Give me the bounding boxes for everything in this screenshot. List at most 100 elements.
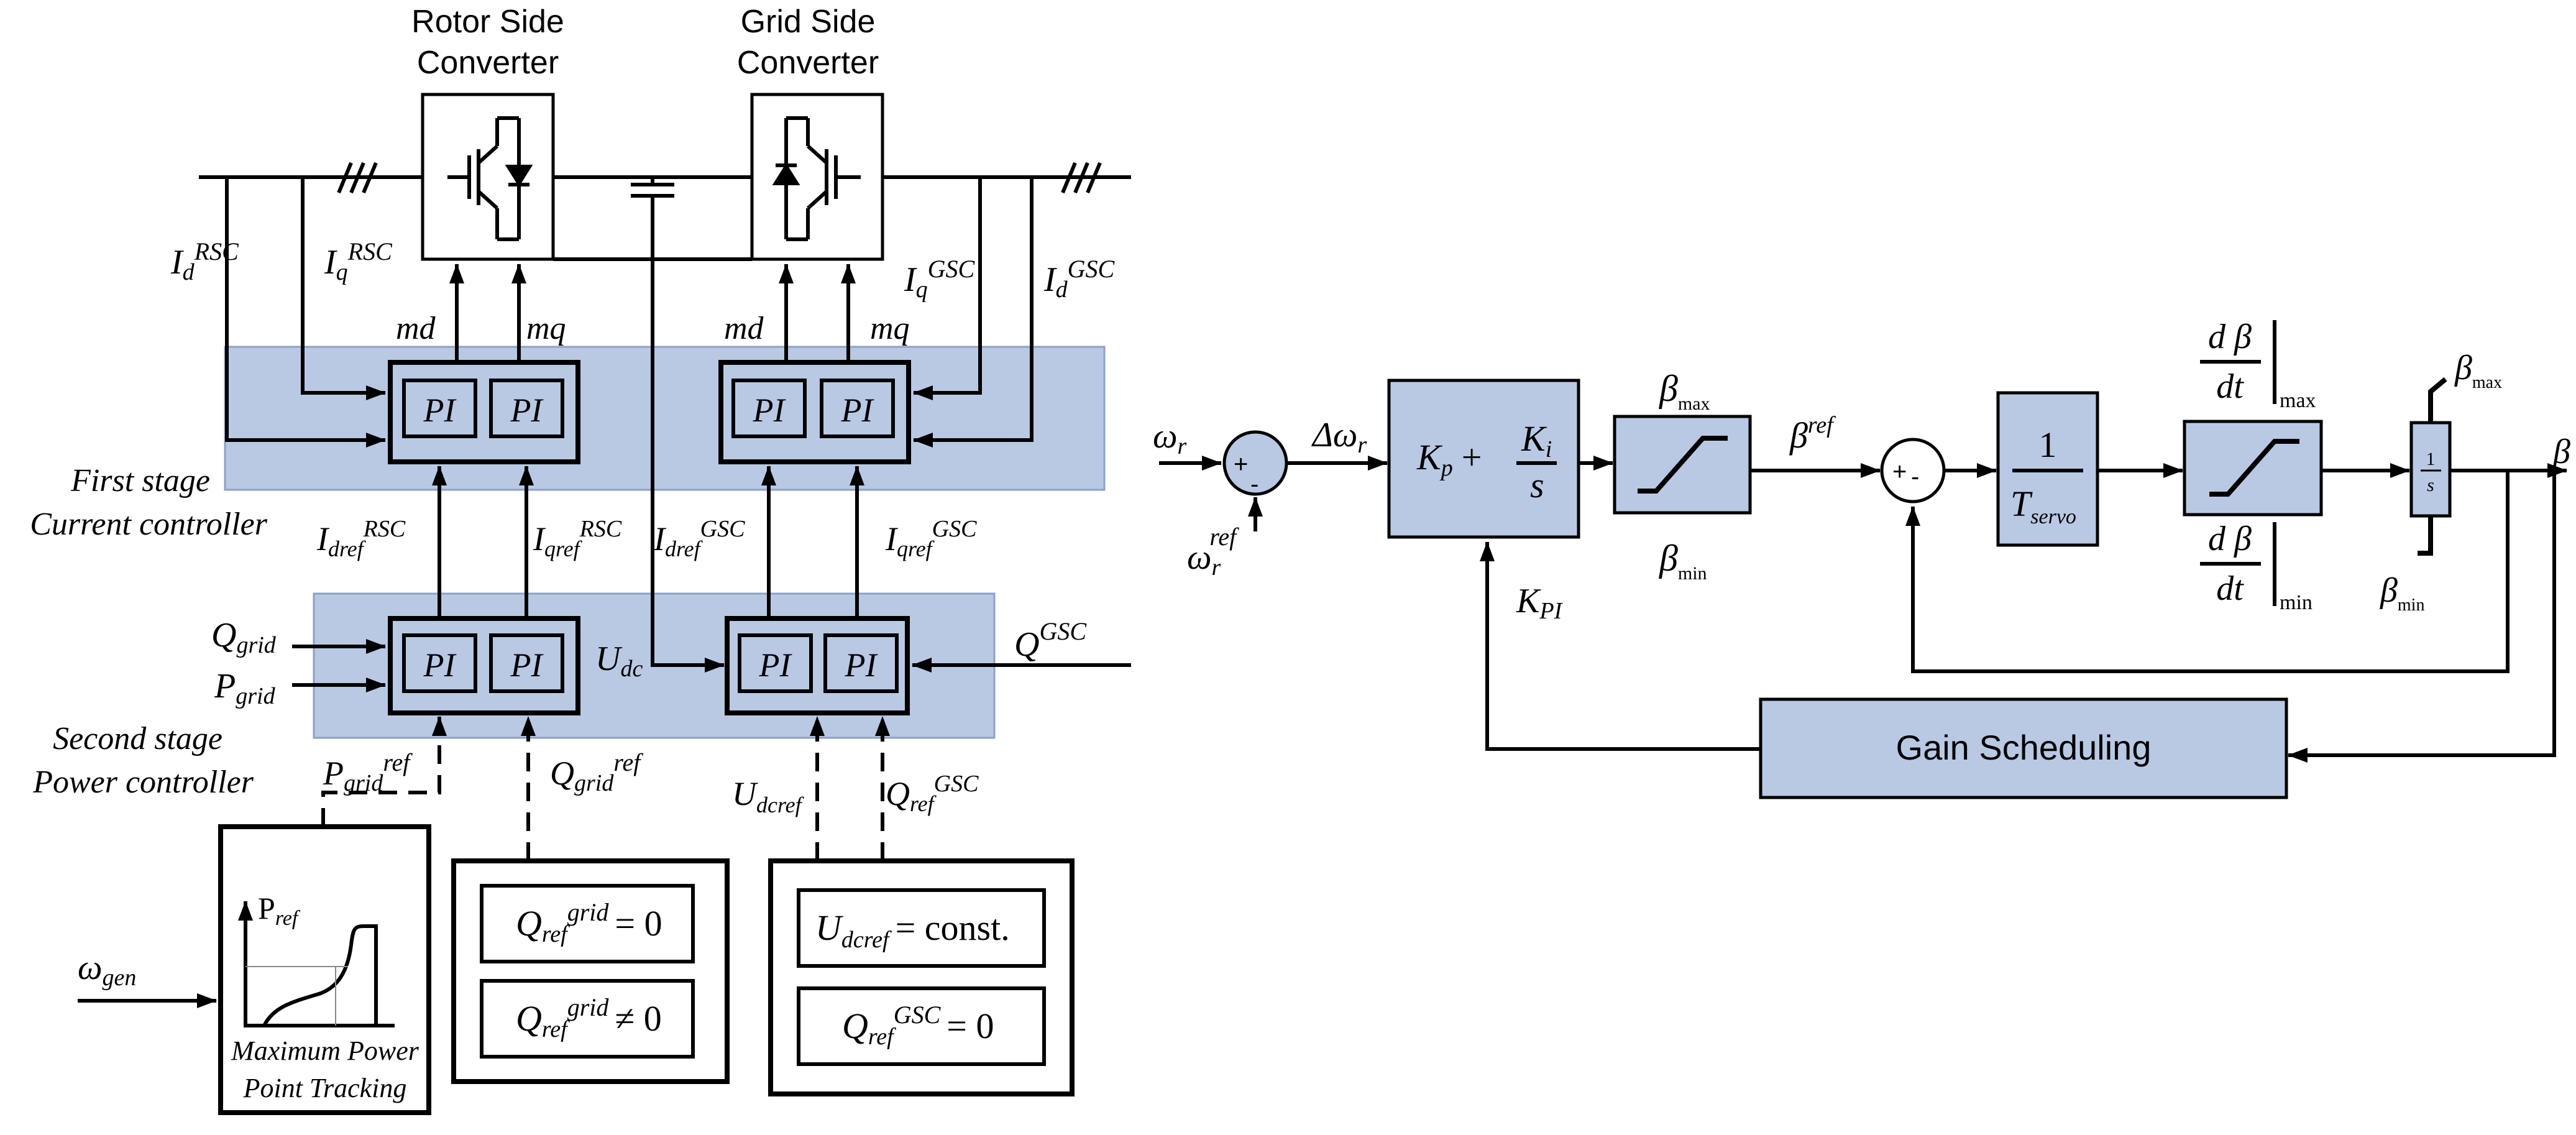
label-beta-max-1: βmax xyxy=(1659,368,1710,414)
label-q-ref-gsc: QrefGSC xyxy=(886,771,979,816)
pi-block-rsc-p xyxy=(402,633,477,693)
label-iq-gsc: IqGSC xyxy=(904,255,976,303)
label-omega-gen: ωgen xyxy=(78,949,136,991)
mppt-label-2: Point Tracking xyxy=(243,1073,407,1103)
q-ref-grid-eq2-box xyxy=(480,979,695,1059)
wire-udc xyxy=(651,259,725,673)
wire-iq-rsc xyxy=(301,177,386,400)
pi-block-gsc-d xyxy=(731,379,807,438)
label-beta-out: β xyxy=(2552,433,2570,471)
rate-min-sub: min xyxy=(2280,591,2312,614)
pi-label: PI xyxy=(753,392,787,429)
pi-block-gsc-udc xyxy=(738,633,813,693)
dc-link-capacitor xyxy=(553,177,752,261)
servo-num: 1 xyxy=(2039,425,2057,465)
pi-block-gsc-q xyxy=(820,379,895,438)
label-idref-rsc: IdrefRSC xyxy=(316,516,406,561)
integrator-upper-limit xyxy=(2428,377,2447,423)
label-omega-r: ωr xyxy=(1153,417,1187,459)
three-phase-mark-left xyxy=(337,162,378,194)
mppt-axis-label: Pref xyxy=(258,891,301,930)
integrator-lower-limit xyxy=(2418,516,2433,556)
label-beta-min-1: βmin xyxy=(1659,538,1707,584)
udc-ref-box xyxy=(768,858,1075,1096)
servo-den: Tservo xyxy=(2010,484,2076,528)
label-beta-max-2: βmax xyxy=(2454,349,2502,392)
rate-max-sub: max xyxy=(2280,389,2316,412)
pi-label: PI xyxy=(510,646,544,684)
label-first-stage-2: Current controller xyxy=(30,507,268,542)
pi-label: PI xyxy=(510,392,544,429)
label-idref-gsc: IdrefGSC xyxy=(653,516,745,561)
label-k-pi: KPI xyxy=(1516,582,1564,624)
dashed-p-grid-ref xyxy=(321,716,447,827)
pi-block-gsc-qgsc xyxy=(823,633,899,693)
q-ref-grid-eq1: Qrefgrid= 0 xyxy=(516,898,662,947)
pi-group-rsc-power xyxy=(388,616,580,715)
label-p-grid: Pgrid xyxy=(214,667,276,709)
label-second-stage-2: Power controller xyxy=(32,765,254,800)
label-beta-min-2: βmin xyxy=(2380,571,2424,615)
rotor-side-converter-label-2: Converter xyxy=(417,45,559,81)
sum2-plus: + xyxy=(1892,458,1907,485)
label-iq-rsc: IqRSC xyxy=(324,237,393,285)
integrator-num: 1 xyxy=(2426,449,2436,469)
saturation-1-curve xyxy=(1638,436,1728,494)
integrator-den: s xyxy=(2427,475,2434,495)
label-id-gsc: IdGSC xyxy=(1043,255,1116,303)
wire-to-gain-scheduling xyxy=(2288,471,2556,763)
label-iqref-gsc: IqrefGSC xyxy=(885,516,977,561)
rate-limiter-curve xyxy=(2209,439,2299,497)
pi-block-rsc-qp xyxy=(489,633,564,693)
pi-block-rsc-q xyxy=(489,379,564,438)
three-phase-mark-right xyxy=(1061,162,1102,194)
mppt-label-1: Maximum Power xyxy=(231,1036,419,1066)
udc-ref-eq1-box xyxy=(797,888,1046,968)
label-beta-ref: βref xyxy=(1789,412,1836,456)
label-mq-gsc: mq xyxy=(870,311,910,346)
label-u-dcref: Udcref xyxy=(732,775,805,817)
pi-group-gsc-power xyxy=(725,616,910,715)
q-ref-grid-box xyxy=(451,858,730,1084)
udc-ref-eq2: QrefGSC= 0 xyxy=(842,1001,994,1050)
pi-label: PI xyxy=(423,392,457,429)
rate-min-num: d β xyxy=(2208,520,2252,558)
grid-side-converter xyxy=(750,93,884,261)
sum1-minus: - xyxy=(1250,471,1258,498)
label-second-stage-1: Second stage xyxy=(53,721,222,756)
label-md-rsc: md xyxy=(396,311,436,346)
wire-k-pi xyxy=(1480,541,1761,751)
q-ref-grid-eq1-box xyxy=(480,884,695,963)
grid-side-converter-label-1: Grid Side xyxy=(741,4,876,40)
label-first-stage-1: First stage xyxy=(70,463,210,499)
udc-ref-eq2-box xyxy=(797,986,1046,1066)
gain-scheduling-label: Gain Scheduling xyxy=(1896,728,2152,767)
label-p-grid-ref: Pgridref xyxy=(323,748,413,796)
label-u-dc: Udc xyxy=(595,640,643,682)
wire-feedback-servo xyxy=(1905,471,2510,673)
wire-id-gsc xyxy=(913,177,1034,448)
rate-max-num: d β xyxy=(2208,318,2252,356)
label-q-gsc: QGSC xyxy=(1014,617,1087,664)
label-iqref-rsc: IqrefRSC xyxy=(533,516,622,561)
rotor-side-converter xyxy=(421,93,555,261)
mppt-curve xyxy=(262,924,378,1027)
sum2-minus: - xyxy=(1911,463,1919,490)
label-omega-r-ref: ωrref xyxy=(1187,523,1239,581)
wire-id-rsc xyxy=(225,177,386,448)
label-mq-rsc: mq xyxy=(526,311,566,346)
pi-group-rsc-current xyxy=(388,360,580,464)
rate-max-den: dt xyxy=(2216,367,2244,406)
grid-side-converter-label-2: Converter xyxy=(737,45,879,81)
pi-block-rsc-d xyxy=(402,379,477,438)
pi-label: PI xyxy=(423,646,457,684)
mppt-box xyxy=(218,824,431,1115)
pi-group-gsc-current xyxy=(718,360,911,464)
pi-label: PI xyxy=(759,646,793,684)
pi-s: s xyxy=(1530,465,1544,505)
igbt-symbol-gsc xyxy=(772,116,861,241)
udc-ref-eq1: Udcref= const. xyxy=(815,908,1010,953)
first-stage-panel xyxy=(224,346,1106,491)
sum1-plus: + xyxy=(1234,451,1248,478)
